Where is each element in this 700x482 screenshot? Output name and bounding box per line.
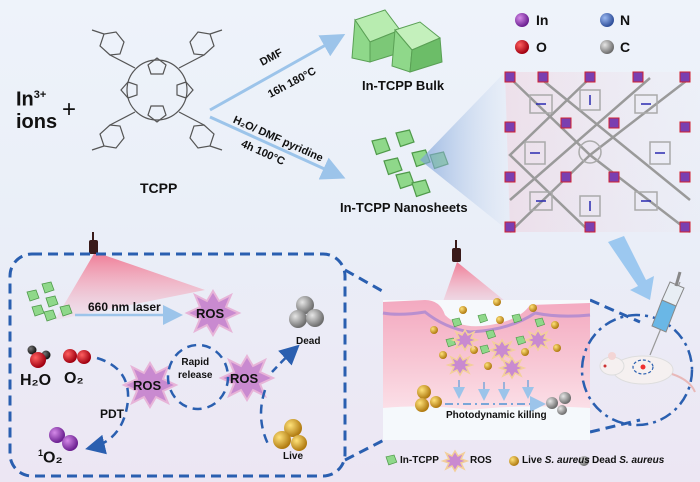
o-atom-swatch xyxy=(515,40,529,54)
legend-intcpp-label: In-TCPP xyxy=(400,455,439,466)
release-word: release xyxy=(178,370,213,381)
legend-in-label: In xyxy=(536,12,549,28)
live-bacteria-cluster xyxy=(273,419,307,451)
singlet-oxygen-molecule xyxy=(49,427,78,451)
arrow-to-bulk xyxy=(209,34,346,112)
singlet-formula: O₂ xyxy=(43,449,63,467)
live-label: Live xyxy=(283,451,304,462)
pdt-cycle-path xyxy=(85,356,130,455)
c-atom-swatch xyxy=(600,40,614,54)
plus-sign: + xyxy=(62,96,77,123)
skin-particles xyxy=(415,298,571,415)
ros-label-right: ROS xyxy=(230,371,259,386)
legend-n-label: N xyxy=(620,12,631,28)
dead-label: Dead xyxy=(296,336,321,347)
legend-intcpp-swatch xyxy=(385,454,398,466)
bulk-crystal-image xyxy=(351,9,443,73)
legend-live-species: S. aureus xyxy=(544,455,590,466)
legend-live-word: Live xyxy=(522,455,545,466)
kill-path-from-live xyxy=(259,389,272,449)
rapid-release-label: Rapid release xyxy=(178,356,212,382)
bulk-label: In-TCPP Bulk xyxy=(362,78,445,93)
laser-beam-right xyxy=(440,262,510,310)
tcpp-molecule xyxy=(91,29,223,151)
arrow-to-mouse xyxy=(608,236,654,300)
ion-word: ions xyxy=(16,110,58,133)
in-atom-swatch xyxy=(515,13,529,27)
legend-dead-label: Dead S. aureus xyxy=(592,455,664,466)
oxygen-molecule xyxy=(63,349,91,364)
ros-label-left: ROS xyxy=(133,378,162,393)
singlet-superscript: 1 xyxy=(38,448,44,458)
legend-ros-label: ROS xyxy=(470,455,492,466)
legend-dead-species: S. aureus xyxy=(619,455,665,466)
zoom-cone xyxy=(420,72,510,232)
tcpp-label: TCPP xyxy=(140,180,178,196)
arrow-to-nanosheets xyxy=(209,115,346,180)
laser-label: 660 nm laser xyxy=(88,300,161,314)
laser-device-left-icon xyxy=(89,232,98,254)
rapid-word: Rapid xyxy=(181,357,210,368)
ros-label-top: ROS xyxy=(196,306,225,321)
syringe-icon xyxy=(649,271,685,356)
legend-o-label: O xyxy=(536,39,547,55)
rapid-release-loop xyxy=(166,343,230,411)
water-molecule xyxy=(27,345,51,368)
legend-live-label: Live S. aureus xyxy=(522,455,590,466)
ion-symbol: In xyxy=(16,88,34,111)
photodynamic-killing-label: Photodynamic killing xyxy=(446,410,547,421)
legend-live-swatch xyxy=(509,456,519,466)
legend-c-label: C xyxy=(620,39,631,55)
mechanism-frame xyxy=(8,252,347,478)
laser-beam-left xyxy=(55,252,205,320)
pdt-label: PDT xyxy=(100,407,124,421)
kill-path-to-dead xyxy=(271,344,300,373)
mouse-image xyxy=(599,352,696,393)
oxygen-label: O₂ xyxy=(64,370,84,387)
laser-device-right-icon xyxy=(452,240,461,262)
legend-dead-swatch xyxy=(579,456,589,466)
legend-ros-swatch xyxy=(442,450,468,472)
nanosheets-label: In-TCPP Nanosheets xyxy=(340,200,468,215)
ion-charge: 3+ xyxy=(33,89,47,101)
mof-framework-image xyxy=(504,71,691,233)
n-atom-swatch xyxy=(600,13,614,27)
singlet-oxygen-label: 1O₂ xyxy=(38,448,63,467)
legend-dead-word: Dead xyxy=(592,455,620,466)
nanosheet-cluster xyxy=(26,281,73,322)
mouse-frame xyxy=(580,313,694,427)
water-label: H₂O xyxy=(20,372,52,389)
dead-bacteria-cluster xyxy=(289,296,324,328)
indium-ion-label: In3+ ions xyxy=(16,84,57,133)
